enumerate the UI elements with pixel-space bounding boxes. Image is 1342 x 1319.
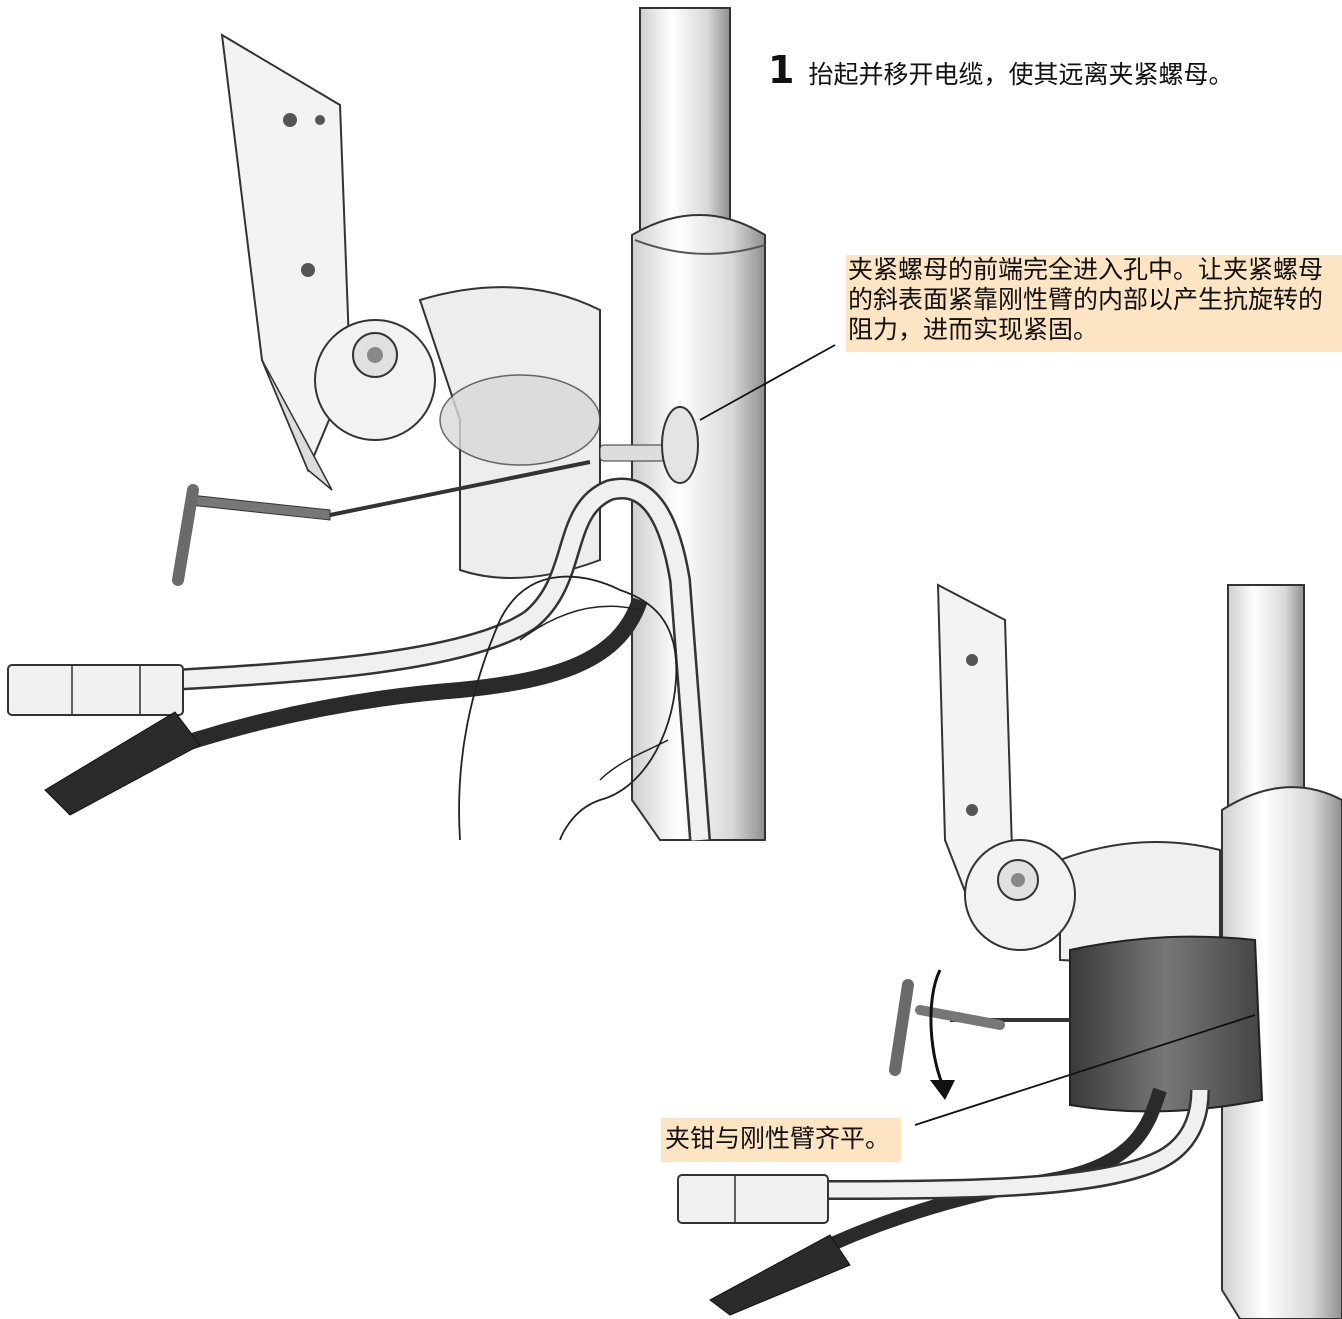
lower-clamp [964,839,1264,1113]
upper-hand [458,575,678,841]
callout-nut-tip: 夹紧螺母的前端完全进入孔中。让夹紧螺母的斜表面紧靠刚性臂的内部以产生抗旋转的阻力… [846,255,1342,352]
upper-hex-key [172,460,591,586]
step-instruction: 1 抬起并移开电缆，使其远离夹紧螺母。 [768,48,1233,92]
step-number: 1 [768,48,795,92]
upper-pole [631,7,766,841]
upper-cables [7,477,711,841]
step-text: 抬起并移开电缆，使其远离夹紧螺母。 [808,60,1234,89]
lower-leader-line [914,1014,1256,1126]
callout-clamp-flush: 夹钳与刚性臂齐平。 [661,1118,901,1162]
upper-clamp-body [314,286,699,579]
upper-leader-line [699,344,836,421]
upper-illustration [7,7,836,841]
lower-hex-key [889,969,1070,1100]
lower-cables [677,1087,1210,1316]
lower-pole [1221,584,1342,1319]
lower-illustration [677,583,1342,1319]
